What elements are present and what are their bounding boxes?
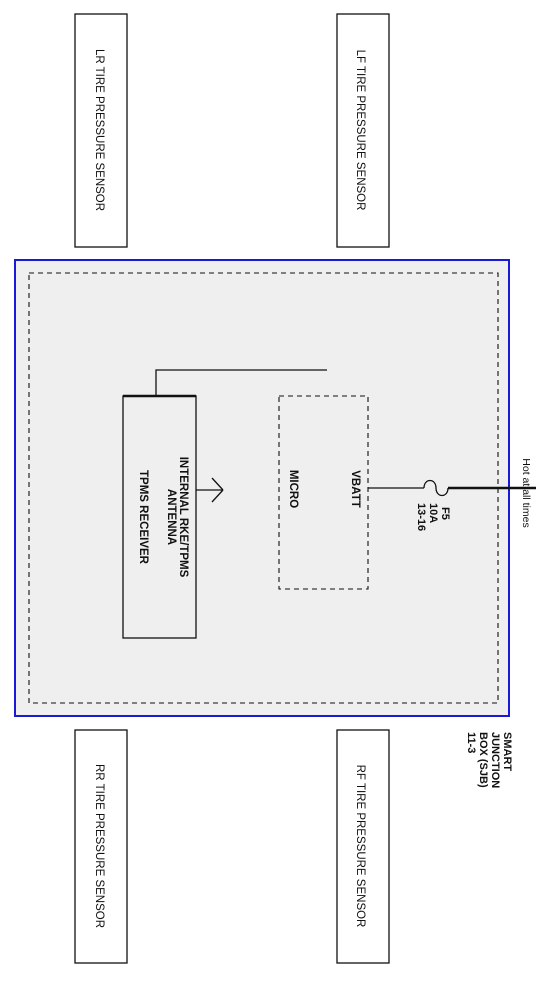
- antenna-icon: [196, 477, 224, 503]
- receiver-label-line2: ANTENNA: [165, 489, 177, 545]
- rr-sensor: RR TIRE PRESSURE SENSOR: [74, 729, 128, 964]
- sjb-label-line1: SMART: [501, 732, 513, 771]
- receiver-connection-wire: [155, 369, 327, 396]
- lf-sensor-label: LF TIRE PRESSURE SENSOR: [354, 50, 366, 211]
- sjb-module-outline: [14, 259, 510, 717]
- rf-sensor-label: RF TIRE PRESSURE SENSOR: [354, 765, 366, 928]
- receiver-label-line1: INTERNAL RKE/TPMS: [177, 457, 189, 578]
- lr-sensor: LR TIRE PRESSURE SENSOR: [74, 13, 128, 248]
- sjb-label-line3: BOX (SJB): [477, 732, 489, 788]
- fuse-label-line3: 13-16: [415, 503, 427, 531]
- lf-sensor: LF TIRE PRESSURE SENSOR: [336, 13, 390, 248]
- micro-box: [278, 395, 369, 590]
- sjb-label-line4: 11-3: [465, 732, 477, 753]
- rr-sensor-box: [74, 729, 128, 964]
- fuse-label-line1: F5: [439, 507, 451, 520]
- rf-sensor: RF TIRE PRESSURE SENSOR: [336, 729, 390, 964]
- rf-sensor-box: [336, 729, 390, 964]
- rr-sensor-label: RR TIRE PRESSURE SENSOR: [93, 764, 105, 928]
- fuse-f5-icon: [423, 479, 449, 497]
- hot-at-all-times-label: Hot at all times: [520, 458, 532, 527]
- lf-sensor-box: [336, 13, 390, 248]
- sjb-label-line2: JUNCTION: [489, 732, 501, 788]
- receiver-label-line3: TPMS RECEIVER: [137, 470, 149, 565]
- fuse-label-line2: 10A: [427, 503, 439, 523]
- micro-label: MICRO: [287, 470, 299, 508]
- lr-sensor-label: LR TIRE PRESSURE SENSOR: [93, 49, 105, 211]
- lr-sensor-box: [74, 13, 128, 248]
- vbatt-label: VBATT: [349, 470, 361, 507]
